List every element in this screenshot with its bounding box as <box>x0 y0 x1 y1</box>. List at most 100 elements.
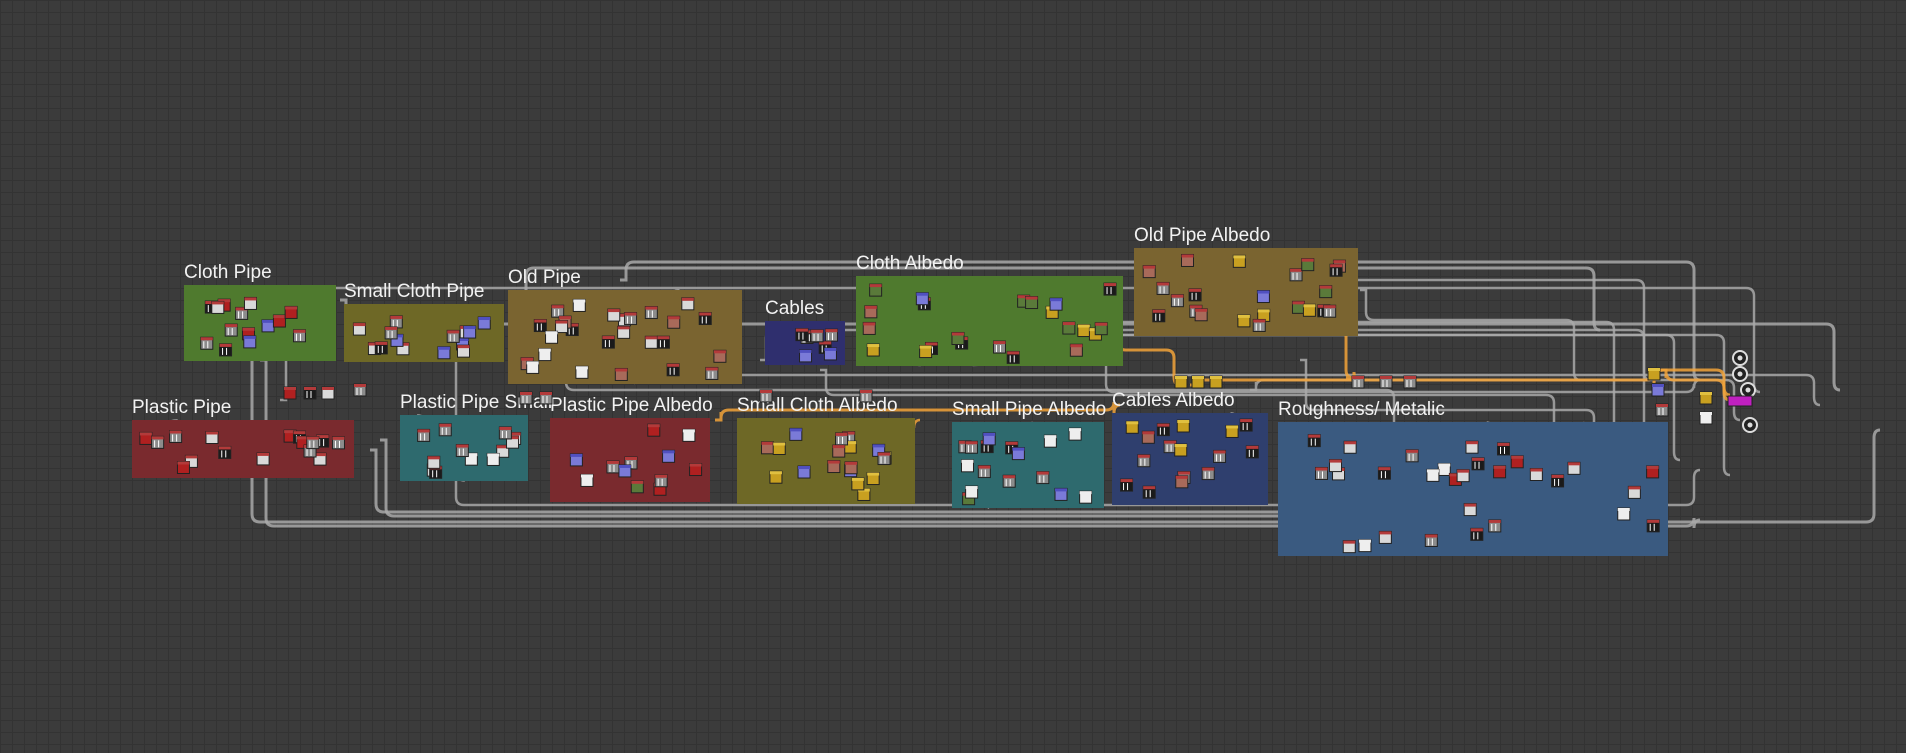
graph-node[interactable] <box>580 473 594 487</box>
graph-node[interactable] <box>964 440 978 454</box>
graph-node[interactable] <box>169 430 183 444</box>
graph-node[interactable] <box>313 452 327 466</box>
graph-node[interactable] <box>1510 455 1524 469</box>
graph-node[interactable] <box>486 452 500 466</box>
graph-node[interactable] <box>1358 539 1372 553</box>
graph-node[interactable] <box>205 430 219 444</box>
graph-node[interactable] <box>654 474 668 488</box>
graph-node[interactable] <box>824 328 838 342</box>
graph-node[interactable] <box>682 428 696 442</box>
graph-node[interactable] <box>427 455 441 469</box>
graph-node[interactable] <box>1329 263 1343 277</box>
graph-node[interactable] <box>1551 474 1565 488</box>
graph-node[interactable] <box>607 308 621 322</box>
graph-node[interactable] <box>644 335 658 349</box>
graph-node[interactable] <box>982 432 996 446</box>
graph-node[interactable] <box>1301 258 1315 272</box>
graph-node[interactable] <box>526 360 540 374</box>
graph-node[interactable] <box>1456 469 1470 483</box>
graph-node[interactable] <box>321 386 335 400</box>
graph-node[interactable] <box>769 470 783 484</box>
graph-node[interactable] <box>1142 485 1156 499</box>
frame-plastic-pipe[interactable]: Plastic Pipe <box>132 397 354 478</box>
graph-node[interactable] <box>823 347 837 361</box>
graph-node[interactable] <box>176 460 190 474</box>
graph-node[interactable] <box>353 383 367 397</box>
graph-node[interactable] <box>713 349 727 363</box>
graph-node[interactable] <box>866 472 880 486</box>
graph-node[interactable] <box>960 459 974 473</box>
graph-node[interactable] <box>618 464 632 478</box>
graph-node[interactable] <box>1343 440 1357 454</box>
graph-node[interactable] <box>1378 530 1392 544</box>
graph-node[interactable] <box>455 444 469 458</box>
graph-node[interactable] <box>384 326 398 340</box>
graph-node[interactable] <box>139 431 153 445</box>
graph-node[interactable] <box>200 336 214 350</box>
graph-node[interactable] <box>1174 375 1188 389</box>
graph-node[interactable] <box>1329 459 1343 473</box>
graph-node[interactable] <box>545 330 559 344</box>
graph-node[interactable] <box>761 441 775 455</box>
graph-node[interactable] <box>1289 268 1303 282</box>
graph-node[interactable] <box>1699 411 1713 425</box>
graph-node[interactable] <box>1314 466 1328 480</box>
graph-node[interactable] <box>992 340 1006 354</box>
graph-node[interactable] <box>862 321 876 335</box>
graph-node[interactable] <box>1170 294 1184 308</box>
graph-node[interactable] <box>630 480 644 494</box>
graph-node[interactable] <box>272 314 286 328</box>
graph-node[interactable] <box>1655 403 1669 417</box>
graph-node[interactable] <box>1646 465 1660 479</box>
graph-node[interactable] <box>211 300 225 314</box>
graph-node[interactable] <box>1043 434 1057 448</box>
graph-node[interactable] <box>243 335 257 349</box>
graph-node[interactable] <box>1180 253 1194 267</box>
graph-node[interactable] <box>666 363 680 377</box>
graph-node[interactable] <box>1011 447 1025 461</box>
graph-node[interactable] <box>614 367 628 381</box>
graph-node[interactable] <box>284 305 298 319</box>
graph-node[interactable] <box>1424 533 1438 547</box>
graph-node[interactable] <box>698 312 712 326</box>
graph-node[interactable] <box>1137 454 1151 468</box>
graph-node[interactable] <box>389 315 403 329</box>
graph-node[interactable] <box>797 465 811 479</box>
graph-node[interactable] <box>224 323 238 337</box>
graph-node[interactable] <box>877 452 891 466</box>
graph-node[interactable] <box>1496 442 1510 456</box>
graph-node[interactable] <box>1493 465 1507 479</box>
graph-node[interactable] <box>316 434 330 448</box>
graph-node[interactable] <box>283 386 297 400</box>
graph-node[interactable] <box>681 297 695 311</box>
graph-node[interactable] <box>1488 519 1502 533</box>
graph-node[interactable] <box>1191 375 1205 389</box>
metallic-output-icon[interactable] <box>1740 382 1756 398</box>
graph-node[interactable] <box>1471 457 1485 471</box>
graph-node[interactable] <box>647 423 661 437</box>
graph-node[interactable] <box>575 365 589 379</box>
graph-node[interactable] <box>832 444 846 458</box>
graph-node[interactable] <box>417 428 431 442</box>
height-output-icon[interactable] <box>1727 395 1753 407</box>
graph-node[interactable] <box>539 391 553 405</box>
graph-node[interactable] <box>1323 304 1337 318</box>
graph-node[interactable] <box>1245 445 1259 459</box>
graph-node[interactable] <box>569 453 583 467</box>
graph-node[interactable] <box>477 316 491 330</box>
graph-node[interactable] <box>256 452 270 466</box>
graph-node[interactable] <box>303 386 317 400</box>
graph-node[interactable] <box>1252 318 1266 332</box>
graph-node[interactable] <box>1188 288 1202 302</box>
graph-node[interactable] <box>1201 467 1215 481</box>
graph-node[interactable] <box>1426 468 1440 482</box>
graph-node[interactable] <box>624 312 638 326</box>
graph-node[interactable] <box>1699 391 1713 405</box>
graph-node[interactable] <box>1256 290 1270 304</box>
graph-node[interactable] <box>799 349 813 363</box>
graph-node[interactable] <box>219 343 233 357</box>
graph-node[interactable] <box>243 296 257 310</box>
graph-node[interactable] <box>498 426 512 440</box>
